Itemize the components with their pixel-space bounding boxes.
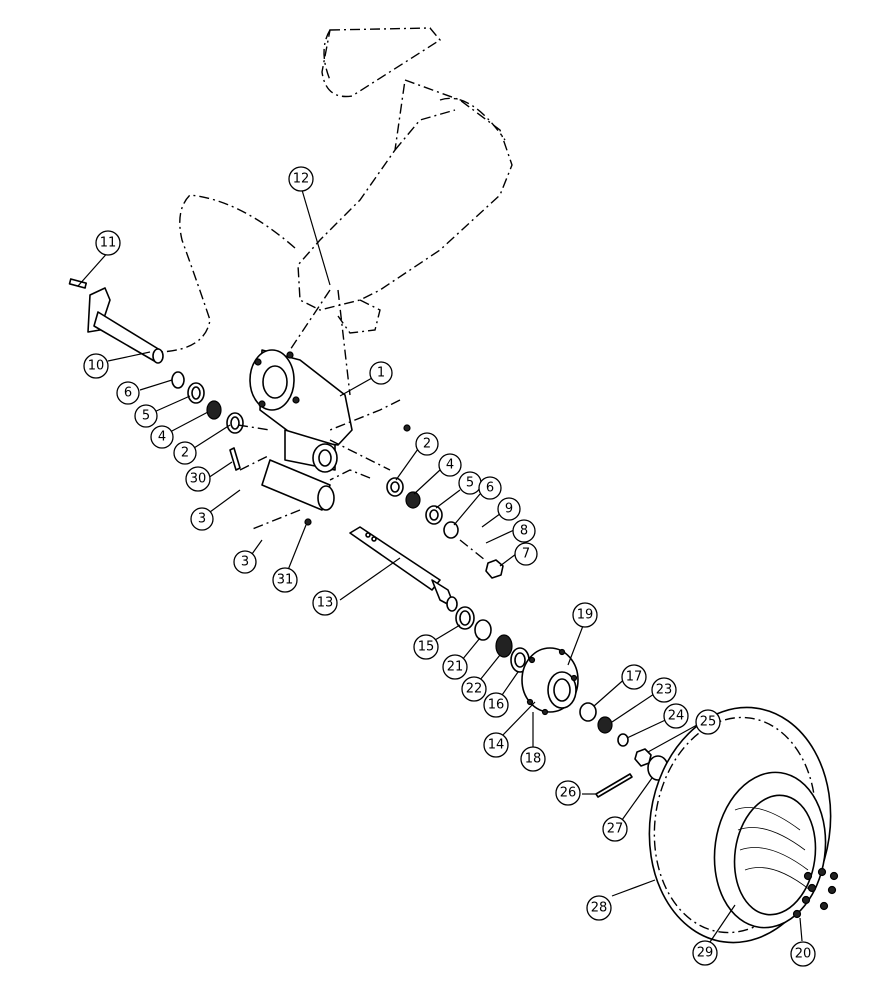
svg-text:19: 19 [577,608,594,623]
svg-text:24: 24 [668,709,685,724]
callout-28: 28 [586,895,612,921]
alignment-lines [237,289,486,561]
svg-text:1: 1 [377,366,385,381]
bracket-tube-part [68,278,164,364]
svg-text:8: 8 [520,524,528,539]
svg-text:5: 5 [142,409,150,424]
frame-arm-phantom [159,27,513,353]
svg-text:27: 27 [607,822,624,837]
svg-text:5: 5 [466,476,474,491]
callout-6a: 6 [116,381,140,405]
callout-27: 27 [602,816,628,842]
spindle-shaft-part [349,526,458,612]
svg-text:14: 14 [488,738,505,753]
callout-bubbles: 1 2 2 3 3 4 4 5 5 6 6 7 8 9 10 11 12 13 … [83,166,816,967]
callout-22: 22 [461,676,487,702]
callout-10: 10 [83,353,109,379]
svg-text:26: 26 [560,786,577,801]
callout-26: 26 [555,780,581,806]
callout-2b: 2 [415,432,439,456]
svg-text:11: 11 [100,236,117,251]
svg-text:16: 16 [488,698,505,713]
svg-text:28: 28 [591,901,608,916]
svg-text:2: 2 [423,437,431,452]
svg-text:25: 25 [700,715,717,730]
callout-17: 17 [621,664,647,690]
svg-text:3: 3 [198,512,206,527]
callout-23: 23 [651,677,677,703]
svg-text:23: 23 [656,683,673,698]
hub-bearing-stack [455,606,530,673]
callout-29: 29 [692,940,718,966]
svg-text:22: 22 [466,682,483,697]
callout-5a: 5 [134,404,158,428]
callout-21: 21 [442,654,468,680]
callout-12: 12 [288,166,314,192]
svg-text:7: 7 [522,547,530,562]
svg-text:29: 29 [697,946,714,961]
callout-19: 19 [572,602,598,628]
callout-3b: 3 [233,550,257,574]
wheel-hub-part [521,647,579,716]
callout-4a: 4 [150,425,174,449]
callout-14: 14 [483,732,509,758]
svg-text:18: 18 [525,752,542,767]
svg-text:12: 12 [293,172,310,187]
wheel-tire-part [648,706,832,944]
svg-text:13: 13 [317,596,334,611]
callout-8: 8 [512,519,536,543]
svg-text:6: 6 [486,481,494,496]
spindle-housing-part [249,349,411,526]
callout-4b: 4 [438,453,462,477]
callout-30: 30 [185,466,211,492]
svg-text:30: 30 [190,472,207,487]
svg-text:31: 31 [277,573,294,588]
callout-7: 7 [514,542,538,566]
svg-text:4: 4 [158,430,166,445]
callout-11: 11 [95,230,121,256]
callout-2a: 2 [173,441,197,465]
callout-1: 1 [369,361,393,385]
svg-text:2: 2 [181,446,189,461]
callout-25: 25 [695,709,721,735]
callout-5b: 5 [458,471,482,495]
svg-text:10: 10 [88,359,105,374]
callout-15: 15 [413,634,439,660]
svg-text:3: 3 [241,555,249,570]
callout-13: 13 [312,590,338,616]
svg-text:20: 20 [795,947,812,962]
callout-16: 16 [483,692,509,718]
svg-text:4: 4 [446,458,454,473]
callout-6b: 6 [478,476,502,500]
callout-20: 20 [790,941,816,967]
svg-text:17: 17 [626,670,643,685]
svg-text:15: 15 [418,640,435,655]
outer-hub-stack [579,702,669,798]
lug-nuts-part [792,867,839,919]
svg-text:9: 9 [505,502,513,517]
callout-3a: 3 [190,507,214,531]
svg-text:21: 21 [447,660,464,675]
callout-24: 24 [663,703,689,729]
svg-text:6: 6 [124,386,132,401]
callout-9: 9 [497,497,521,521]
right-bearing-stack [386,477,504,579]
callout-18: 18 [520,746,546,772]
callout-31: 31 [272,567,298,593]
